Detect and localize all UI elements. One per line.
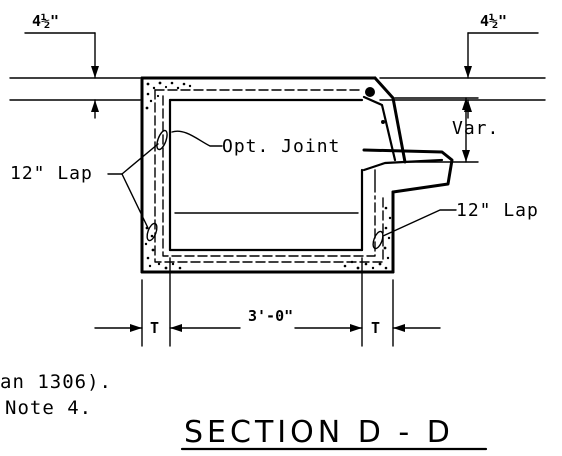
concrete-stipple [144,81,392,270]
lap-markers [146,129,384,250]
variable-height-label: Var. [452,118,499,139]
left-lap-callout: 12" Lap [10,143,159,229]
right-lap-callout: 12" Lap [382,200,539,237]
right-wall-thickness-label: 4½" [480,12,507,30]
note-line-1: an 1306). [0,371,112,393]
right-lap-label: 12" Lap [456,200,539,221]
curb-gutter [362,76,454,194]
left-wall-thickness-label: 4½" [32,12,59,30]
reinforcement [154,89,384,263]
right-t-label: T [371,319,380,337]
left-t-label: T [150,319,159,337]
optional-joint-callout: Opt. Joint [171,130,340,157]
left-lap-label: 12" Lap [10,163,93,184]
section-title: SECTION D - D [180,415,488,451]
notes: an 1306). Note 4. [0,371,112,419]
variable-height-dimension: Var. [394,97,499,163]
box-section [140,76,395,274]
section-title-text: SECTION D - D [184,415,454,450]
inside-width-label: 3'-0" [248,307,293,325]
left-top-dimension: 4½" [9,12,141,119]
note-line-2: Note 4. [5,397,92,419]
right-top-dimension: 4½" [379,12,546,119]
bottom-dimensions: T 3'-0" T [94,257,441,347]
optional-joint-label: Opt. Joint [222,136,340,157]
